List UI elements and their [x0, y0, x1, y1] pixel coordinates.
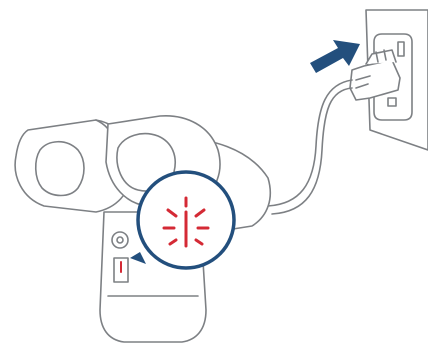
insert-arrow [310, 40, 360, 73]
power-cable [267, 79, 353, 215]
blinking-red-light [162, 196, 210, 248]
plug [349, 49, 401, 101]
